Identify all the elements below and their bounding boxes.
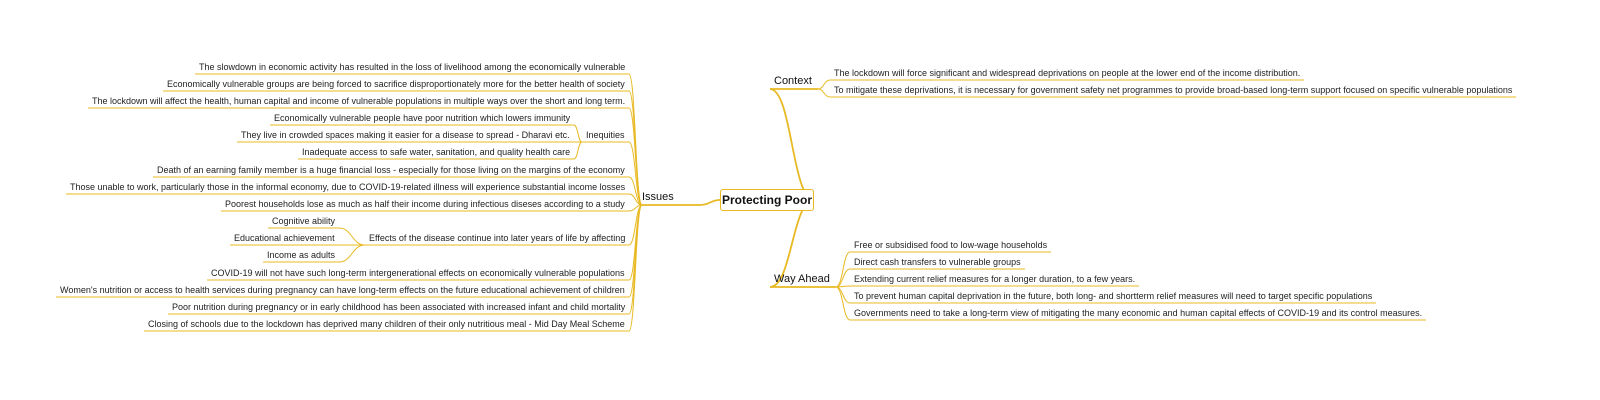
way-ahead-item[interactable]: To prevent human capital deprivation in … xyxy=(854,291,1373,301)
connector xyxy=(628,90,643,206)
issue-node[interactable]: Poorest households lose as much as half … xyxy=(225,199,625,209)
connector xyxy=(628,204,643,332)
issue-node[interactable]: Economically vulnerable groups are being… xyxy=(167,79,625,89)
connector xyxy=(573,124,583,143)
issue-node[interactable]: The slowdown in economic activity has re… xyxy=(199,62,626,72)
branch-issues[interactable]: Issues xyxy=(642,191,674,203)
way-ahead-item[interactable]: Governments need to take a long-term vie… xyxy=(854,308,1423,318)
inequity-item[interactable]: Economically vulnerable people have poor… xyxy=(274,113,571,123)
issue-node[interactable]: Closing of schools due to the lockdown h… xyxy=(148,319,625,329)
subgroup-node[interactable]: Effects of the disease continue into lat… xyxy=(369,233,626,243)
branch-context[interactable]: Context xyxy=(774,75,812,87)
inequity-item[interactable]: Educational achievement xyxy=(234,233,335,243)
root-label: Protecting Poor xyxy=(721,193,812,207)
issue-node[interactable]: Death of an earning family member is a h… xyxy=(157,165,625,175)
issue-node[interactable]: Women's nutrition or access to health se… xyxy=(60,285,625,295)
way-ahead-item[interactable]: Free or subsidised food to low-wage hous… xyxy=(854,240,1048,250)
connector xyxy=(817,79,831,90)
way-ahead-item[interactable]: Direct cash transfers to vulnerable grou… xyxy=(854,257,1021,267)
context-item[interactable]: To mitigate these deprivations, it is ne… xyxy=(834,85,1513,95)
connector xyxy=(338,244,366,263)
issue-node[interactable]: The lockdown will affect the health, hum… xyxy=(92,96,626,106)
connector xyxy=(338,227,366,246)
root-node[interactable]: Protecting Poor xyxy=(720,189,814,211)
connector xyxy=(573,141,583,160)
way-ahead-item[interactable]: Extending current relief measures for a … xyxy=(854,274,1136,284)
branch-way-ahead[interactable]: Way Ahead xyxy=(774,273,830,285)
inequity-item[interactable]: They live in crowded spaces making it ea… xyxy=(241,130,570,140)
subgroup-node[interactable]: Inequities xyxy=(586,130,625,140)
issue-node[interactable]: COVID-19 will not have such long-term in… xyxy=(211,268,625,278)
connector xyxy=(835,286,851,321)
connector xyxy=(769,88,815,201)
connector xyxy=(817,88,831,98)
issue-node[interactable]: Those unable to work, particularly those… xyxy=(70,182,626,192)
connector xyxy=(628,141,643,206)
connector xyxy=(835,286,851,304)
connector xyxy=(628,204,643,298)
connector xyxy=(699,199,721,206)
inequity-item[interactable]: Cognitive ability xyxy=(272,216,336,226)
inequity-item[interactable]: Income as adults xyxy=(267,250,336,260)
inequity-item[interactable]: Inadequate access to safe water, sanitat… xyxy=(302,147,571,157)
context-item[interactable]: The lockdown will force significant and … xyxy=(834,68,1301,78)
issue-node[interactable]: Poor nutrition during pregnancy or in ea… xyxy=(172,302,626,312)
